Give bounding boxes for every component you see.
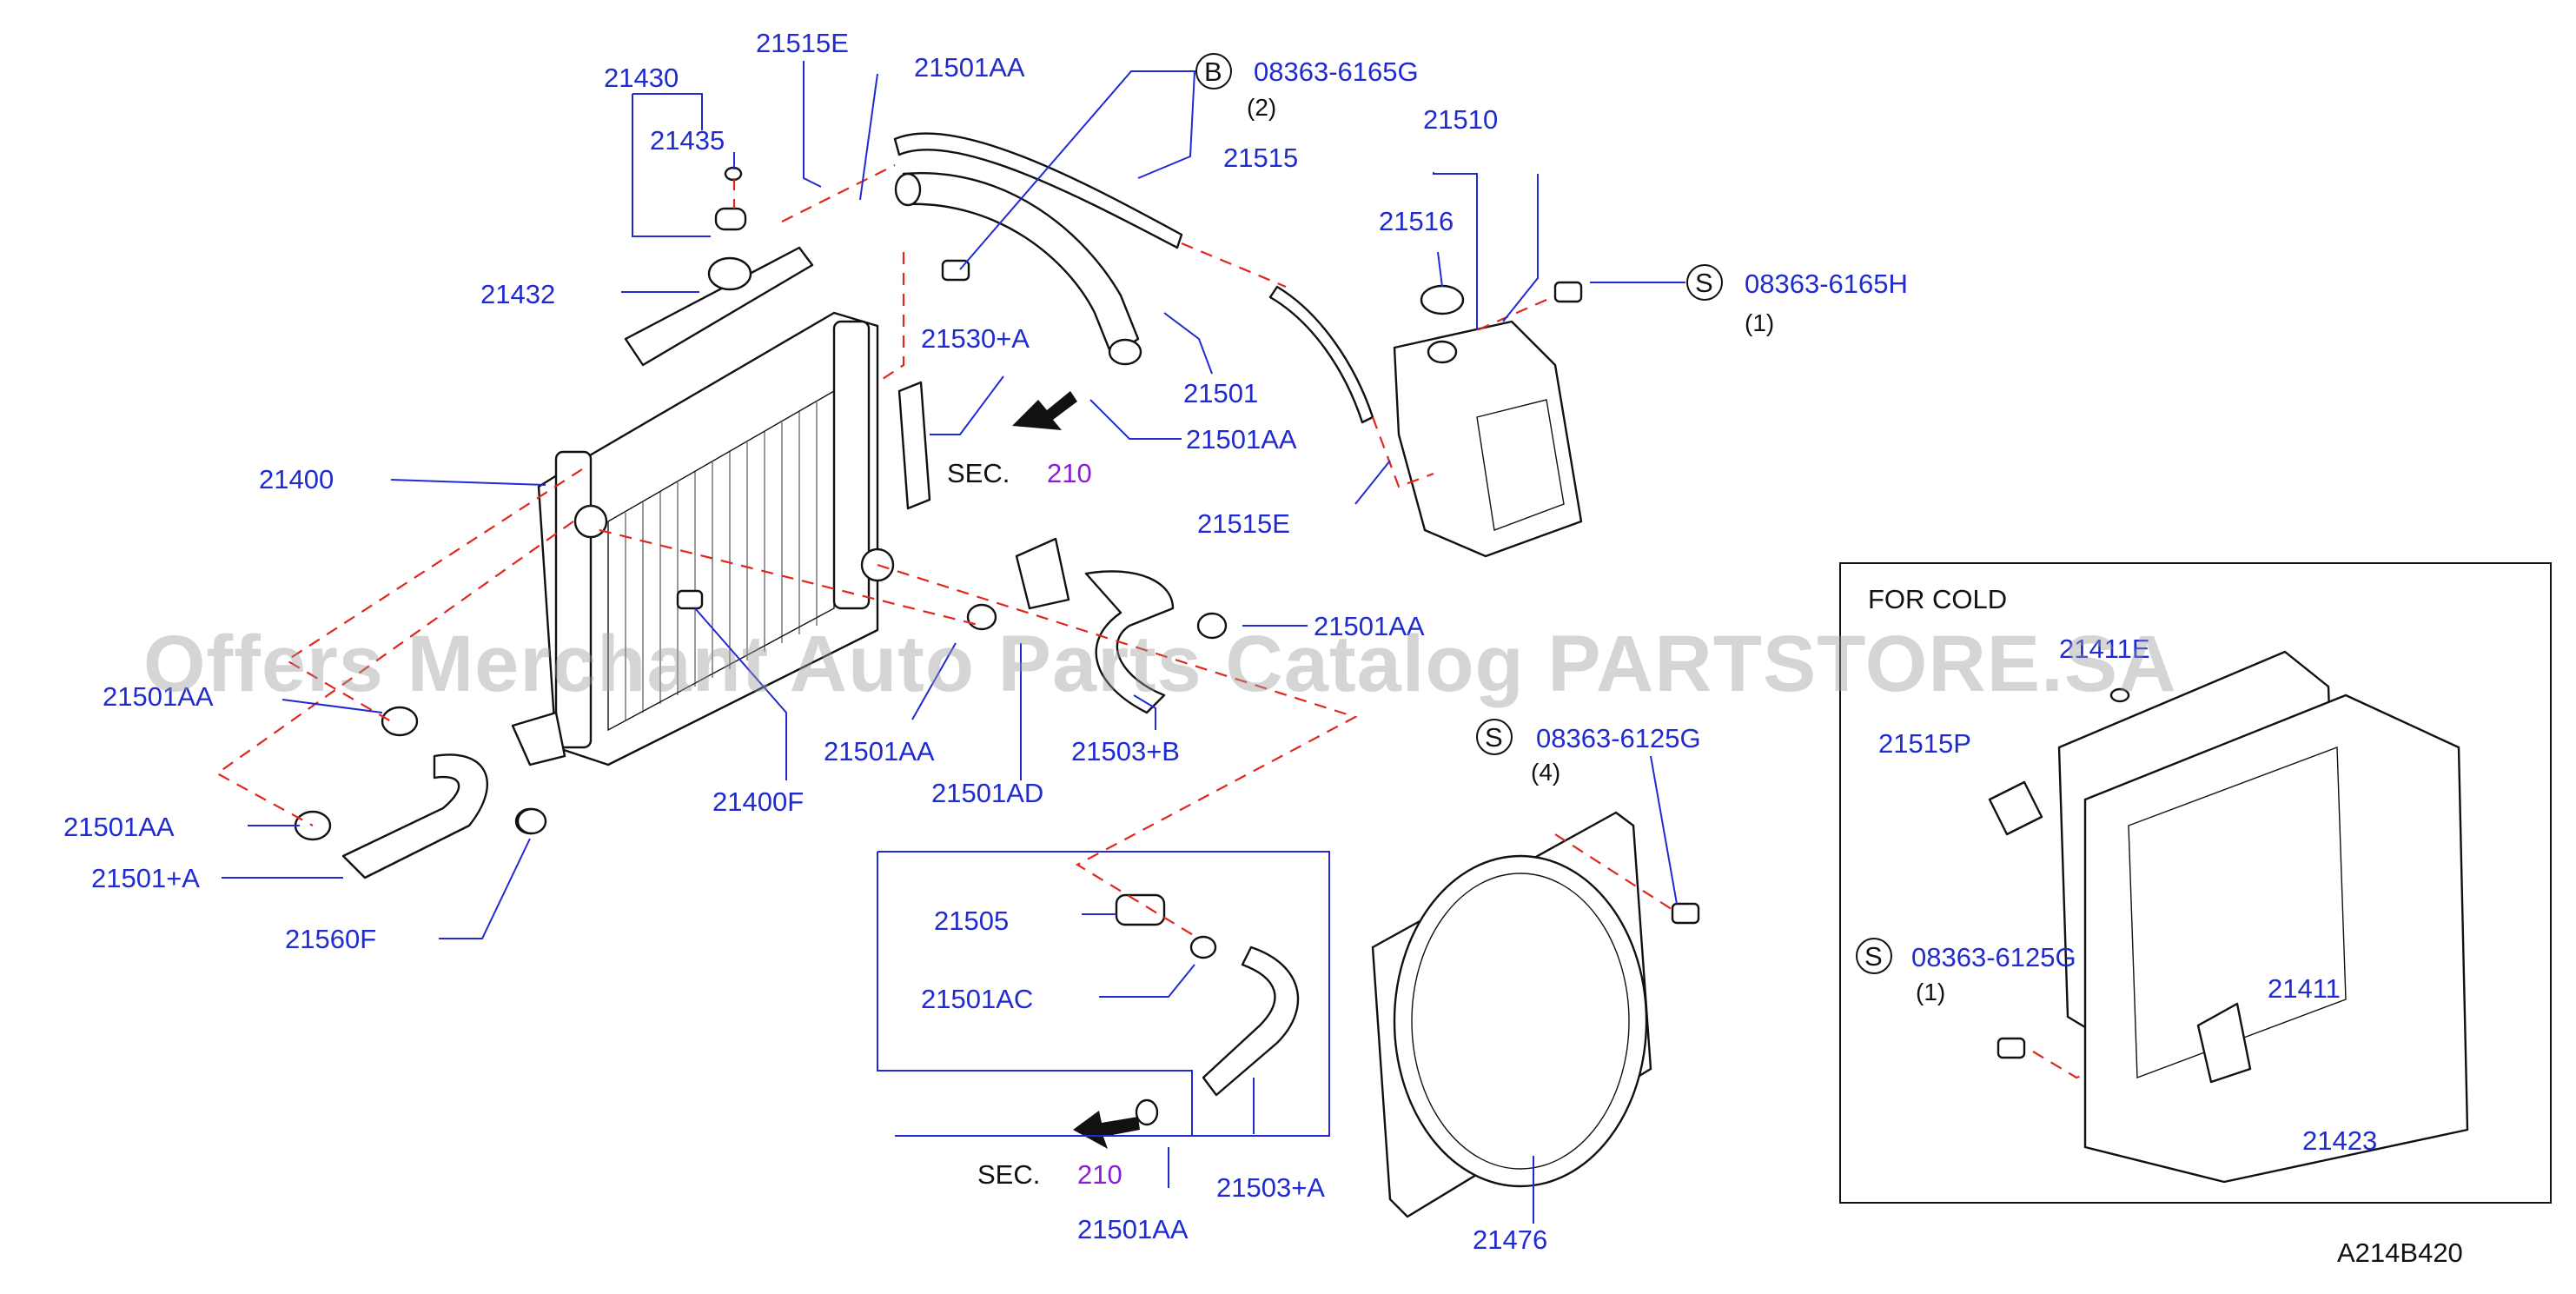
sec-arrow-bottom xyxy=(1073,1111,1140,1149)
bolt-symbol-b xyxy=(1195,53,1232,90)
label-21516[interactable]: 21516 xyxy=(1379,206,1454,236)
sec-number-bottom[interactable]: 210 xyxy=(1077,1159,1122,1190)
inset-title: FOR COLD xyxy=(1868,584,2007,614)
upper-hose-drawing xyxy=(894,171,1142,366)
part-labels: 21430 21435 21515E 21501AA 21432 21515 0… xyxy=(63,28,2377,1255)
label-21501aa-right[interactable]: 21501AA xyxy=(1314,611,1425,641)
label-21400[interactable]: 21400 xyxy=(259,464,334,494)
label-21501aa-mid[interactable]: 21501AA xyxy=(1186,424,1297,455)
label-21510[interactable]: 21510 xyxy=(1423,104,1498,135)
filler-neck-drawing xyxy=(624,166,814,367)
label-21503a[interactable]: 21503+A xyxy=(1216,1172,1325,1203)
fan-shroud-drawing xyxy=(1371,811,1652,1218)
label-21501a[interactable]: 21501+A xyxy=(91,863,200,893)
bolt-symbol-s-2-letter: S xyxy=(1485,722,1503,753)
qty-08363-6165g: (2) xyxy=(1247,94,1276,121)
label-21560f[interactable]: 21560F xyxy=(285,924,376,954)
heater-hose-drawing xyxy=(966,537,1228,714)
label-21515p[interactable]: 21515P xyxy=(1878,728,1971,759)
label-08363-6165h[interactable]: 08363-6165H xyxy=(1745,269,1908,299)
label-21476[interactable]: 21476 xyxy=(1473,1224,1547,1255)
qty-08363-6125g: (4) xyxy=(1531,759,1560,786)
bolt-symbol-s-3-letter: S xyxy=(1864,941,1883,972)
label-21411[interactable]: 21411 xyxy=(2268,973,2341,1004)
bracket-drawing xyxy=(897,381,931,510)
group-box-21503a xyxy=(877,851,1330,1137)
sec-prefix-top: SEC. xyxy=(947,458,1010,488)
label-21501aa-low[interactable]: 21501AA xyxy=(824,736,935,766)
label-08363-6165g[interactable]: 08363-6165G xyxy=(1254,56,1419,87)
bolt-symbol-b-letter: B xyxy=(1204,56,1222,87)
label-21501[interactable]: 21501 xyxy=(1183,378,1258,408)
sec-number-top[interactable]: 210 xyxy=(1047,458,1092,488)
reservoir-hose-drawing xyxy=(1268,285,1374,424)
label-21501aa-bottom[interactable]: 21501AA xyxy=(1077,1214,1189,1244)
bolt-symbol-s-3 xyxy=(1856,938,1892,974)
label-08363-6125g[interactable]: 08363-6125G xyxy=(1536,723,1701,753)
label-21501aa-top[interactable]: 21501AA xyxy=(914,52,1025,83)
overflow-hose-drawing xyxy=(893,132,1183,249)
sec-prefix-bottom: SEC. xyxy=(977,1159,1040,1190)
label-21515e-top[interactable]: 21515E xyxy=(756,28,849,58)
reservoir-tank-drawing xyxy=(1393,284,1583,558)
bolt-symbol-s-1 xyxy=(1686,264,1723,301)
label-21430[interactable]: 21430 xyxy=(604,63,679,93)
inset-cap-drawing xyxy=(2109,687,2130,703)
group-box-21503a-edge xyxy=(877,852,1193,1136)
inset-frame xyxy=(1839,562,2552,1204)
qty-08363-6125g-inset: (1) xyxy=(1916,979,1945,1005)
heater-pipe-drawing xyxy=(1115,893,1300,1126)
label-08363-6125g-inset[interactable]: 08363-6125G xyxy=(1911,942,2076,972)
label-21501aa-left1[interactable]: 21501AA xyxy=(103,681,214,712)
inset-shroud-drawing xyxy=(2083,693,2469,1184)
inset-for-cold: FOR COLD xyxy=(1839,562,2552,1204)
label-21432[interactable]: 21432 xyxy=(480,279,555,309)
label-21501ac[interactable]: 21501AC xyxy=(921,984,1033,1014)
label-21423[interactable]: 21423 xyxy=(2302,1125,2377,1156)
label-21503b[interactable]: 21503+B xyxy=(1071,736,1180,766)
sec-arrow-top xyxy=(1012,391,1077,430)
label-21515[interactable]: 21515 xyxy=(1223,143,1298,173)
label-21515e-mid[interactable]: 21515E xyxy=(1197,508,1290,539)
qty-08363-6165h: (1) xyxy=(1745,309,1774,336)
inset-bracket-drawing xyxy=(1988,780,2043,836)
watermark-text: Offers Merchant Auto Parts Catalog PARTS… xyxy=(143,620,2177,708)
lower-hose-drawing xyxy=(294,706,546,879)
inset-clip-drawing xyxy=(2196,1002,2252,1084)
label-21530a[interactable]: 21530+A xyxy=(921,323,1030,354)
bolt-drawings xyxy=(676,259,2026,1059)
label-21435[interactable]: 21435 xyxy=(650,125,725,156)
assembly-dashed-lines xyxy=(215,164,2208,1079)
label-21501aa-left2[interactable]: 21501AA xyxy=(63,812,175,842)
label-21501ad[interactable]: 21501AD xyxy=(931,778,1043,808)
bolt-symbol-s-2 xyxy=(1476,719,1513,755)
bolt-symbol-s-1-letter: S xyxy=(1695,268,1713,298)
label-21400f[interactable]: 21400F xyxy=(712,786,804,817)
diagram-id: A214B420 xyxy=(2337,1238,2463,1268)
rubber-mount-drawing xyxy=(516,807,547,835)
label-21505[interactable]: 21505 xyxy=(934,906,1009,936)
label-21411e[interactable]: 21411E xyxy=(2059,634,2150,664)
